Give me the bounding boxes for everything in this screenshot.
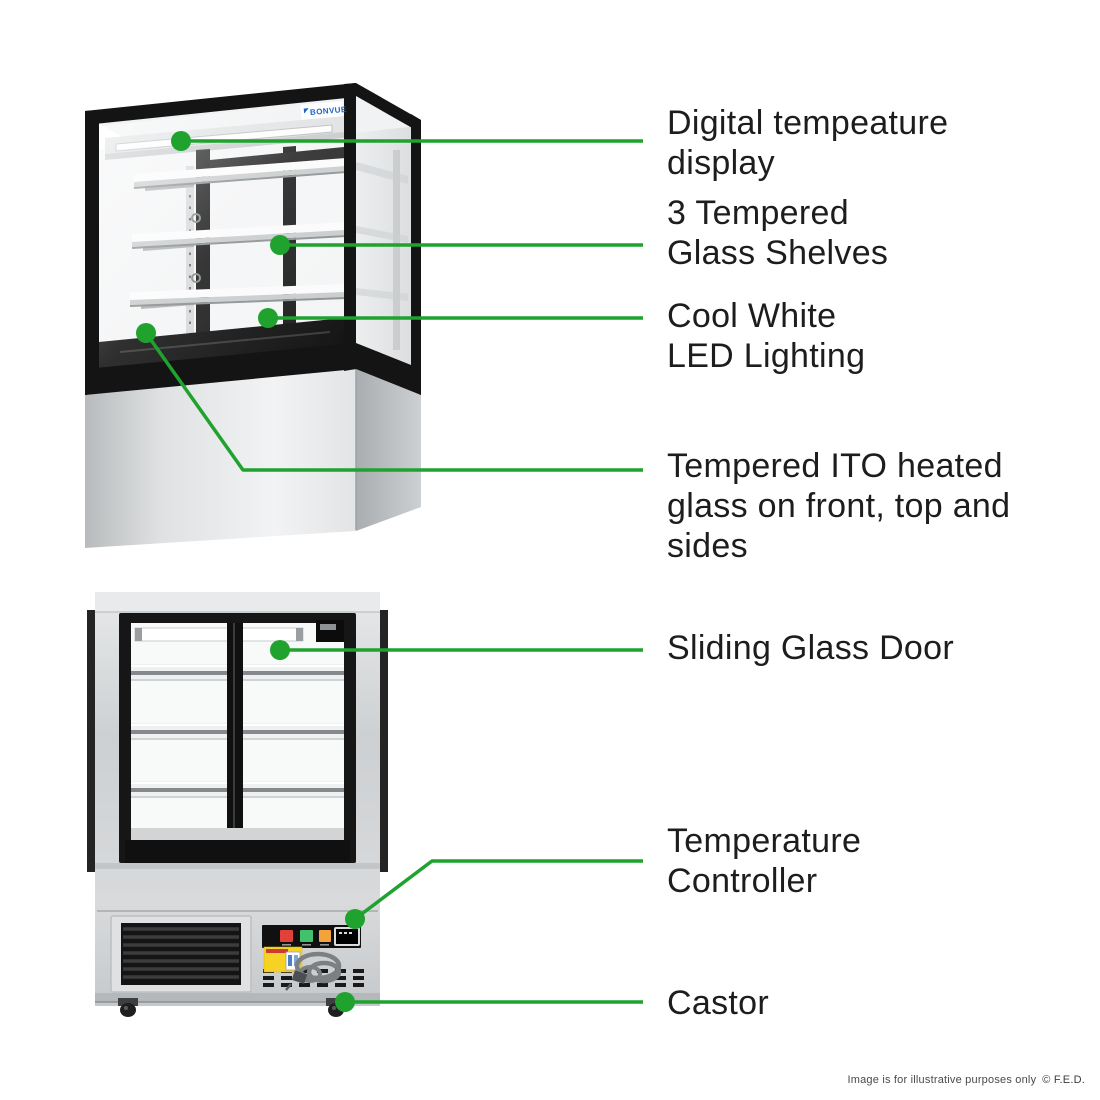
temperature-control-panel	[262, 925, 361, 948]
callout-text-line: sides	[667, 527, 748, 565]
brand-label: BONVUE	[300, 101, 347, 120]
callout-text-line: Cool White	[667, 297, 837, 335]
disclaimer-text: Image is for illustrative purposes only	[847, 1074, 1037, 1086]
callout-text-line: Sliding Glass Door	[667, 629, 954, 667]
callout-text-line: Digital tempeature	[667, 104, 949, 142]
front-glass-panel	[99, 100, 344, 370]
callout-label-digital-temperature-display: Digital tempeature display	[667, 103, 948, 183]
callout-dot-sliding-glass-door	[270, 640, 290, 660]
callout-line-temperature-controller	[353, 859, 643, 921]
callout-annotations	[136, 131, 643, 1012]
sliding-door-mullion	[227, 623, 243, 851]
footer-disclaimer: Image is for illustrative purposes only ©…	[848, 1074, 1086, 1086]
side-panel-edge-left	[87, 610, 96, 872]
callout-line-ito-heated-glass	[144, 331, 643, 472]
brand-flag-icon	[303, 108, 309, 114]
vent-grille	[110, 915, 252, 993]
callout-label-tempered-glass-shelves: 3 Tempered Glass Shelves	[667, 193, 888, 273]
callout-text-line: Tempered ITO heated	[667, 447, 1003, 485]
callout-label-castor: Castor	[667, 983, 769, 1023]
callout-text-line: display	[667, 144, 775, 182]
callout-text-line: LED Lighting	[667, 337, 866, 375]
side-panel-edge-right	[379, 610, 388, 872]
display-case-rear-view	[87, 592, 388, 1017]
side-glass-panel	[356, 90, 418, 392]
castor-left	[118, 998, 138, 1017]
callout-text-line: Glass Shelves	[667, 234, 889, 272]
door-bottom-track	[125, 840, 350, 863]
copyright-text: © F.E.D.	[1042, 1074, 1085, 1086]
callout-text-line: glass on front, top and	[667, 487, 1011, 525]
display-case-angled-view: BONVUE	[85, 83, 421, 548]
callout-text-line: Controller	[667, 862, 818, 900]
brand-logo-text: BONVUE	[310, 105, 348, 117]
power-cord	[285, 951, 342, 991]
cabinet-frame	[85, 83, 421, 395]
callout-dot-temperature-controller	[345, 909, 365, 929]
door-roller-mechanism	[316, 620, 344, 642]
power-button-red	[280, 930, 293, 942]
callout-dot-castor	[335, 992, 355, 1012]
callout-label-sliding-glass-door: Sliding Glass Door	[667, 628, 954, 668]
stainless-base-front	[85, 366, 356, 548]
side-shelf-hints	[356, 150, 408, 350]
callout-label-led-lighting: Cool White LED Lighting	[667, 296, 865, 376]
light-button-green	[300, 930, 313, 942]
callout-dot-ito-heated-glass	[136, 323, 156, 343]
callout-label-ito-heated-glass: Tempered ITO heated glass on front, top …	[667, 446, 1010, 566]
callout-text-line: Temperature	[667, 822, 862, 860]
temperature-display	[334, 927, 360, 946]
callout-text-line: 3 Tempered	[667, 194, 849, 232]
callout-text-line: Castor	[667, 984, 769, 1022]
stainless-base-side	[356, 366, 421, 531]
led-tube	[134, 627, 304, 642]
callout-dot-led-lighting	[258, 308, 278, 328]
callout-dot-tempered-glass-shelves	[270, 235, 290, 255]
callout-label-temperature-controller: Temperature Controller	[667, 821, 861, 901]
heat-button-orange	[319, 930, 331, 942]
callout-dot-digital-temperature-display	[171, 131, 191, 151]
